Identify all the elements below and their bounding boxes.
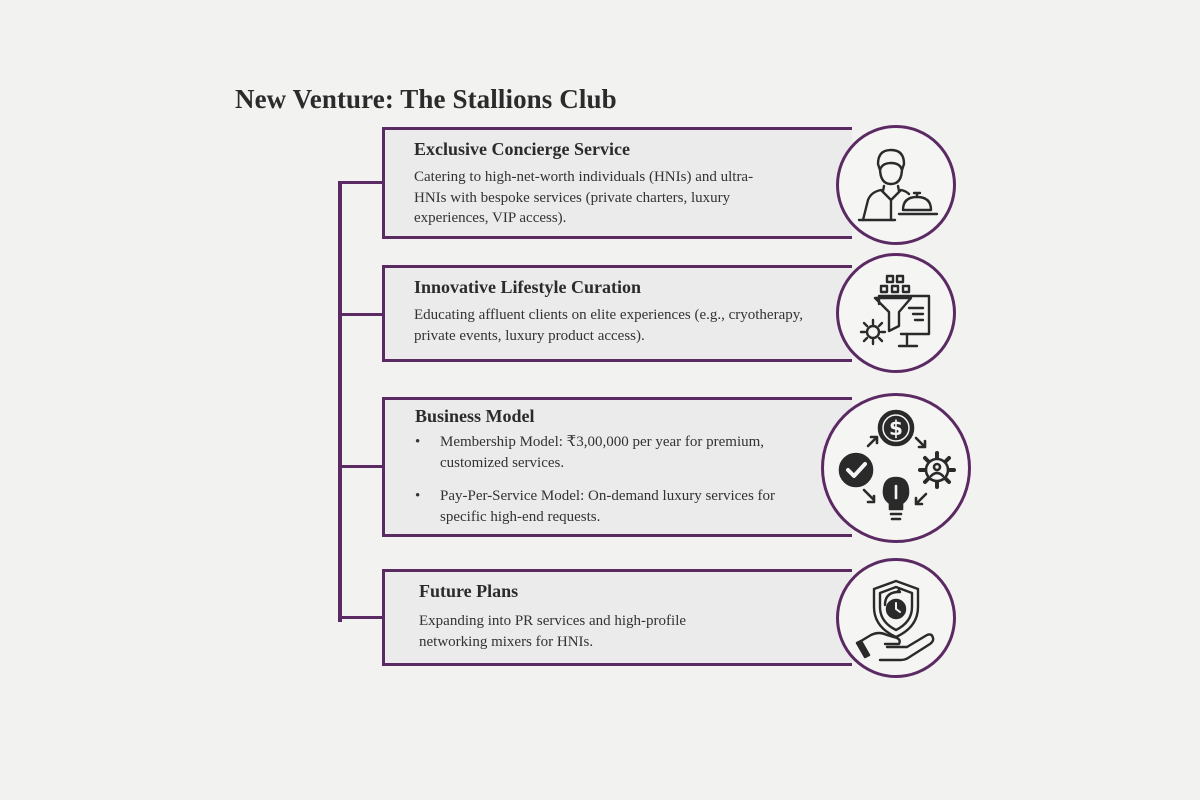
card-title: Business Model [415,406,535,426]
card-description: Catering to high-net-worth individuals (… [414,169,754,226]
business-cycle-icon: $ [838,409,956,521]
card-title: Innovative Lifestyle Curation [414,277,641,297]
concierge-waiter-icon [857,148,939,222]
bullet-text: Membership Model: ₹3,00,000 per year for… [440,434,765,471]
concierge-icon-circle [836,125,956,245]
page-title: New Venture: The Stallions Club [235,84,617,114]
card-future-plans: Future Plans Expanding into PR services … [382,569,852,666]
bullet-marker: • [415,434,421,450]
svg-text:$: $ [889,416,903,440]
card-exclusive-concierge: Exclusive Concierge Service Catering to … [382,127,852,239]
branch-connector [338,465,384,468]
card-title: Exclusive Concierge Service [414,139,630,159]
list-item: • Pay-Per-Service Model: On-demand luxury… [415,486,810,527]
bullet-marker: • [415,488,421,504]
card-lifestyle-curation: Innovative Lifestyle Curation Educating … [382,265,852,362]
business-icon-circle: $ [821,393,971,543]
card-title: Future Plans [419,581,519,601]
bullet-text: Pay-Per-Service Model: On-demand luxury … [440,488,776,525]
shield-clock-hand-icon [855,579,935,662]
branch-connector [338,181,384,184]
card-business-model: Business Model • Membership Model: ₹3,00,… [382,397,852,537]
funnel-computer-gear-icon [859,274,931,348]
timeline-trunk [338,181,342,622]
branch-connector [338,313,384,316]
list-item: • Membership Model: ₹3,00,000 per year fo… [415,432,810,473]
branch-connector [338,616,384,619]
card-description: Expanding into PR services and high-prof… [419,613,687,650]
future-icon-circle [836,558,956,678]
card-description: Educating affluent clients on elite expe… [414,307,804,344]
business-model-list: • Membership Model: ₹3,00,000 per year fo… [415,432,810,540]
lifestyle-icon-circle [836,253,956,373]
